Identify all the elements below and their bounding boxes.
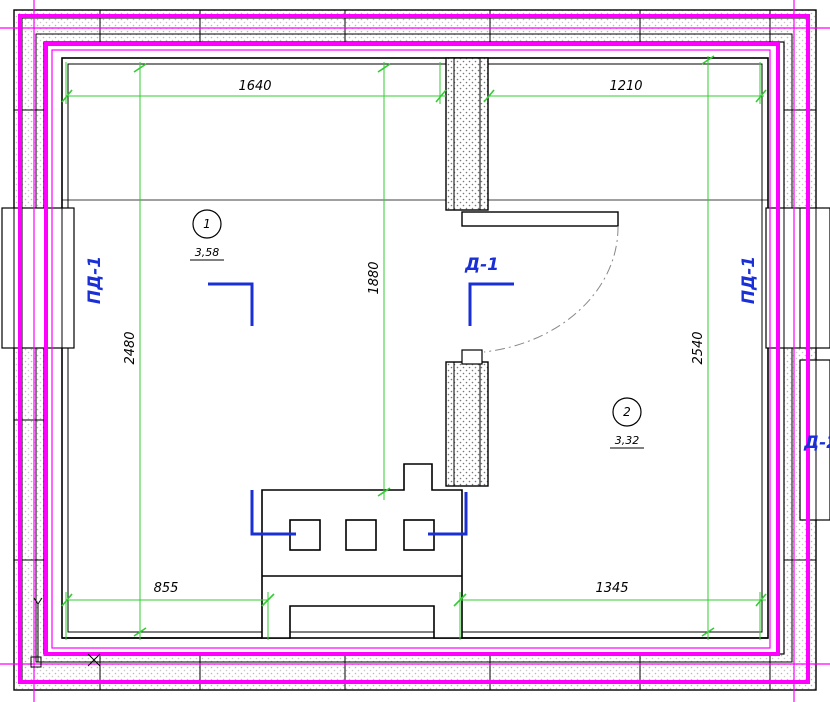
dim-top-left: 1640	[238, 79, 271, 94]
flue-2	[345, 519, 377, 551]
section-marks	[208, 282, 514, 536]
window-mark-left: ПД-1	[85, 256, 105, 304]
room-area: 3,32	[615, 434, 640, 447]
ucs-icon	[30, 597, 101, 668]
door-leaf	[461, 211, 619, 227]
window-right	[765, 207, 830, 349]
room-number: 1	[203, 217, 211, 231]
dim-top-right: 1210	[609, 79, 642, 94]
window-right-lower	[799, 359, 830, 521]
door-mark: Д-1	[464, 255, 499, 275]
room-number: 2	[623, 405, 631, 419]
room-area: 3,58	[195, 246, 220, 259]
dim-right-vertical: 2540	[691, 331, 706, 364]
window-left	[1, 207, 75, 349]
room-circle	[612, 397, 642, 427]
door-mark-partial: Д-2	[803, 433, 830, 453]
dim-bottom-right: 1345	[595, 581, 628, 596]
dim-left-vertical: 2480	[123, 331, 138, 364]
dimension-lines	[61, 55, 767, 640]
window-mark-right: ПД-1	[739, 256, 759, 304]
room-marker-2: 2 3,32	[610, 397, 644, 449]
partition-wall	[445, 57, 619, 487]
dim-mid-vertical: 1880	[367, 261, 382, 294]
room-marker-1: 1 3,58	[190, 209, 224, 261]
room-circle	[192, 209, 222, 239]
door-swing-arc	[483, 225, 619, 353]
dim-bottom-left: 855	[154, 581, 179, 596]
